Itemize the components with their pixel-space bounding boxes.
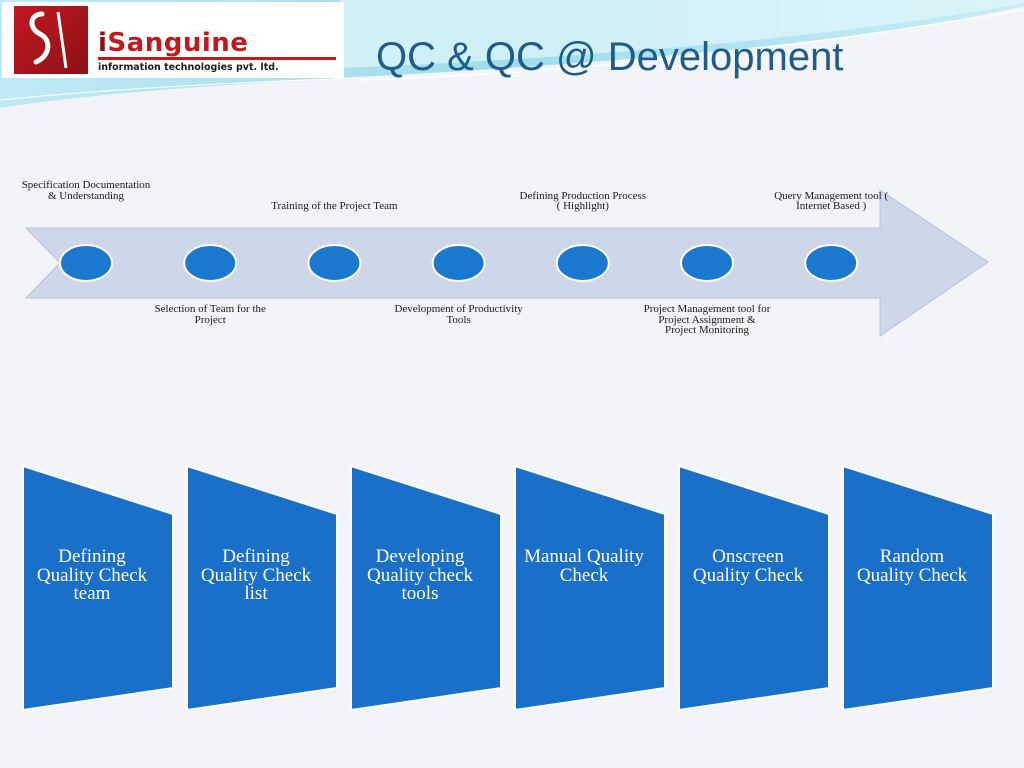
logo-mark-icon	[14, 6, 88, 74]
process-step-shape	[350, 464, 502, 712]
timeline-arrow-shape	[24, 189, 989, 337]
timeline-marker	[183, 244, 238, 282]
timeline-milestone-label: Defining Production Process ( Highlight)	[519, 189, 647, 212]
process-step-polygon	[514, 464, 666, 712]
timeline-marker	[431, 244, 486, 282]
header-swoosh-line	[0, 77, 361, 101]
timeline-milestone-label: Development of Productivity Tools	[394, 303, 523, 326]
process-step-polygon	[22, 464, 174, 712]
timeline-marker	[307, 244, 362, 282]
process-step-shape	[22, 464, 174, 712]
process-step-shape	[842, 464, 994, 712]
logo-tagline: information technologies pvt. ltd.	[98, 62, 279, 73]
process-step: Manual Quality Check	[513, 464, 669, 712]
process-step-polygon	[186, 464, 338, 712]
process-step-polygon	[350, 464, 502, 712]
timeline-marker	[804, 244, 859, 282]
process-step-label: Random Quality Check	[856, 546, 968, 586]
header-swoosh-line	[359, 9, 1024, 81]
process-step: Defining Quality Check list	[185, 464, 341, 712]
logo-underline	[98, 57, 336, 60]
process-step-shape	[186, 464, 338, 712]
timeline-marker	[555, 244, 610, 282]
page-title: QC & QC @ Development	[376, 35, 844, 79]
process-step: Random Quality Check	[841, 464, 997, 712]
timeline-arrow	[24, 189, 989, 337]
process-step-shape	[514, 464, 666, 712]
process-step-label: Developing Quality check tools	[366, 546, 474, 604]
timeline-milestone-label: Query Management tool ( Internet Based )	[774, 189, 889, 212]
process-step-label: Onscreen Quality Check	[692, 546, 804, 586]
process-step-label: Defining Quality Check team	[36, 546, 148, 604]
timeline-markers	[59, 244, 859, 282]
company-logo: iSanguine information technologies pvt. …	[2, 2, 344, 78]
header-swoosh-light	[340, 0, 1024, 68]
logo-brand-name: iSanguine	[98, 28, 248, 58]
timeline-marker	[680, 244, 734, 282]
process-step-polygon	[842, 464, 994, 712]
timeline-milestone-label: Project Management tool for Project Assi…	[643, 303, 771, 336]
process-step: Developing Quality check tools	[349, 464, 505, 712]
logo-brand-prefix: i	[98, 28, 108, 58]
timeline-marker	[59, 244, 113, 282]
logo-brand-rest: Sanguine	[107, 28, 249, 58]
process-step-label: Defining Quality Check list	[200, 546, 312, 604]
process-step-shape	[678, 464, 830, 712]
timeline-milestone-label: Selection of Team for the Project	[154, 303, 266, 326]
process-step-label: Manual Quality Check	[524, 546, 644, 586]
process-step: Onscreen Quality Check	[677, 464, 833, 712]
process-step: Defining Quality Check team	[21, 464, 177, 712]
timeline-milestone-label: Training of the Project Team	[271, 200, 398, 212]
timeline-milestone-label: Specification Documentation & Understand…	[21, 179, 151, 202]
process-step-polygon	[678, 464, 830, 712]
